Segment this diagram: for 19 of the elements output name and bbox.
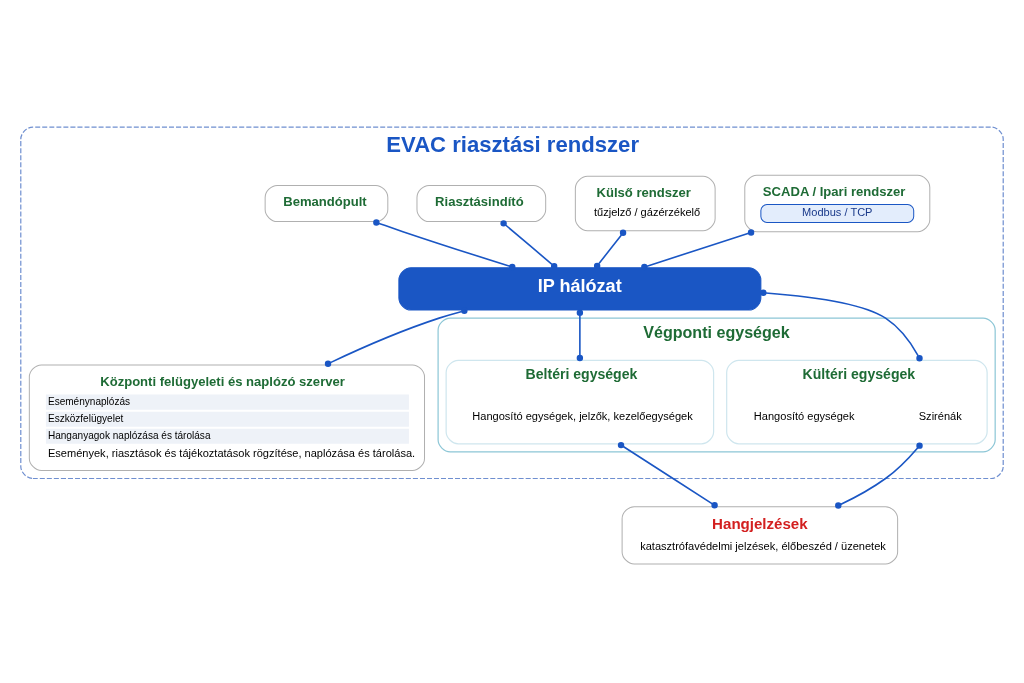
connector (593, 229, 627, 270)
connector (835, 442, 923, 509)
connector (617, 441, 718, 509)
node-box: Külső rendszer tűzjelző / gázérzékelő (574, 175, 716, 232)
connector (324, 307, 468, 367)
node-box: Központi felügyeleti és naplózó szerver Eseménynaplózás Eszközfelügyelet Hanganyagok naplózása és tárolása Események, riasztások és tájékoztatások rögzítése, naplózása és tárolása. (28, 364, 426, 471)
connector (576, 309, 584, 362)
node-text: Szirénák (918, 410, 962, 423)
connector (760, 289, 923, 362)
node-box: Hangjelzések katasztrófavédelmi jelzések, élőbeszéd / üzenetek (621, 506, 899, 565)
node-box: Riasztásindító (416, 184, 547, 223)
connector (500, 220, 558, 270)
node-box: SCADA / Ipari rendszer Modbus / TCP (744, 174, 931, 233)
node-box: Bemandópult (264, 184, 389, 223)
connector (641, 229, 755, 271)
node-text: Hangosító egységek, jelzők, kezelőegységek (472, 410, 693, 423)
connector (373, 219, 516, 271)
node-text: Hangosító egységek (753, 410, 855, 423)
node-box: IP hálózat (398, 267, 762, 311)
